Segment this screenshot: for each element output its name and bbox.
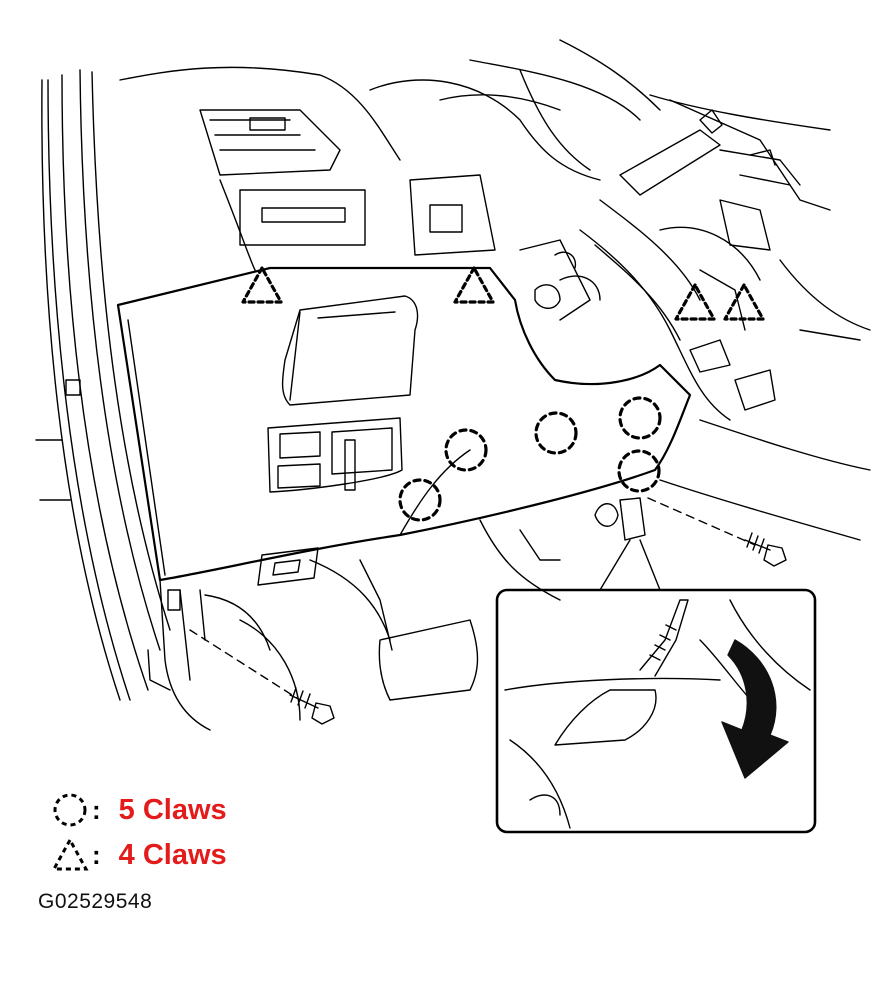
- detail-inset-box: [495, 588, 817, 834]
- figure-id: G02529548: [38, 890, 153, 913]
- screw-left: [289, 687, 335, 725]
- claw-triangle-markers: [241, 266, 765, 321]
- lower-dashboard-panel: [116, 266, 692, 586]
- legend-colon: :: [92, 839, 101, 870]
- claw-circle-1: [444, 428, 488, 472]
- screw-right: [744, 532, 787, 567]
- claw-circle-3: [618, 396, 662, 440]
- claw-triangle-1: [241, 266, 283, 304]
- claw-circle-markers: [398, 396, 662, 522]
- claw-circle-4: [617, 449, 661, 493]
- claw-triangle-2: [453, 266, 495, 304]
- legend-label-circle: 5 Claws: [118, 793, 227, 826]
- leader-lines: [189, 497, 756, 701]
- lower-floor-lines: [147, 259, 871, 731]
- upper-dashboard-lines: [119, 39, 831, 271]
- claw-circle-2: [534, 411, 578, 455]
- dashed-triangle-icon: [51, 836, 89, 871]
- left-pillar-lines: [35, 69, 171, 701]
- legend-row-triangle: : 4 Claws: [50, 835, 227, 875]
- callout-connector: [599, 539, 661, 591]
- dashed-circle-icon: [53, 793, 87, 827]
- claw-triangle-3: [674, 283, 716, 321]
- claw-circle-5: [398, 478, 442, 522]
- legend-label-triangle: 4 Claws: [118, 838, 227, 871]
- claw-triangle-4: [723, 283, 765, 321]
- legend-row-circle: : 5 Claws: [50, 790, 227, 830]
- pull-down-arrow-icon: [721, 639, 789, 779]
- steering-column: [519, 109, 776, 421]
- legend-colon: :: [92, 794, 101, 825]
